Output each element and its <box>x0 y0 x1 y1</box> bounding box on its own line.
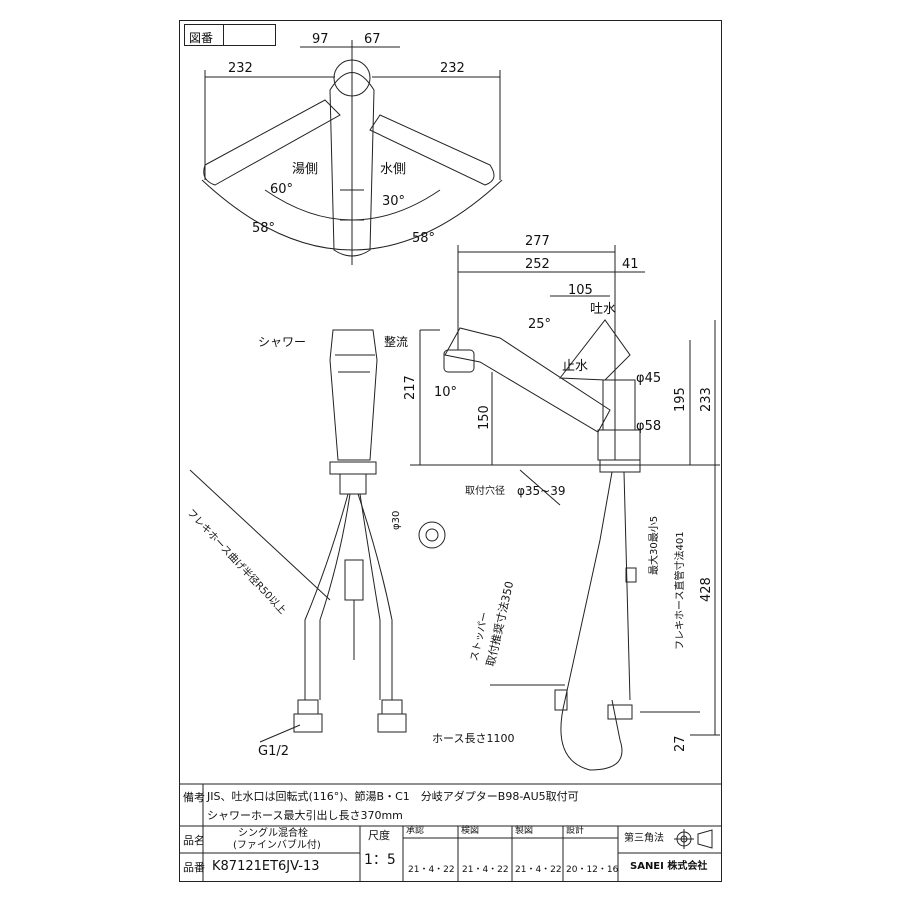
side-view-outline <box>410 245 720 771</box>
product-name-line-1: シングル混合栓 <box>238 828 308 839</box>
flex-hose-length: フレキホース直管寸法401 <box>675 531 686 650</box>
draw-date: 21・4・22 <box>515 865 562 875</box>
angle-10: 10° <box>434 385 458 400</box>
dim-232-left: 232 <box>228 61 253 76</box>
drawing-number-box: 図番 <box>184 24 276 46</box>
design-date: 20・12・16 <box>566 865 619 875</box>
aerated-label: 整流 <box>384 335 409 349</box>
dim-217: 217 <box>403 375 418 400</box>
spout-label: 吐水 <box>590 302 617 317</box>
third-angle-projection-icon <box>674 829 713 849</box>
max-min-label: 最大30最小5 <box>649 515 660 575</box>
notes-line-1: JIS、吐水口は回転式(116°)、節湯B・C1 分岐アダプターB98-AU5取… <box>207 790 579 803</box>
mounting-hole-value: φ35~39 <box>517 484 566 498</box>
dim-252: 252 <box>525 257 550 272</box>
product-number-value: K87121ET6JV-13 <box>212 859 320 874</box>
drawing-number-label: 図番 <box>189 31 214 45</box>
angle-58-right: 58° <box>412 231 436 246</box>
dim-428: 428 <box>699 577 714 602</box>
mounting-hole-label: 取付穴径 <box>465 486 505 497</box>
draw-label: 製図 <box>515 826 534 836</box>
diameter-45: φ45 <box>636 371 662 386</box>
diameter-58: φ58 <box>636 419 662 434</box>
projection-label: 第三角法 <box>624 833 664 844</box>
angle-60: 60° <box>270 182 294 197</box>
scale-value: 1：5 <box>364 852 396 868</box>
angle-30: 30° <box>382 194 406 209</box>
notes-line-2: シャワーホース最大引出し長さ370mm <box>207 809 403 822</box>
scale-label: 尺度 <box>368 829 390 842</box>
product-name-label: 品名 <box>183 834 205 847</box>
dim-41: 41 <box>622 257 639 272</box>
design-label: 設計 <box>566 826 585 836</box>
diameter-30-label: φ30 <box>391 510 402 530</box>
product-number-label: 品番 <box>183 861 205 874</box>
drawing-sheet <box>179 20 722 882</box>
notes-label: 備考 <box>183 791 205 804</box>
title-block-lines <box>179 783 722 882</box>
front-view-outline <box>189 329 446 743</box>
approve-date: 21・4・22 <box>408 865 455 875</box>
hot-side-label: 湯側 <box>292 162 319 177</box>
shower-label: シャワー <box>258 335 307 349</box>
product-name-line-2: (ファインバブル付) <box>233 840 321 851</box>
dim-232-right: 232 <box>440 61 465 76</box>
stop-label: 止水 <box>562 359 589 374</box>
dim-195: 195 <box>673 387 688 412</box>
angle-25: 25° <box>528 317 552 332</box>
dim-150: 150 <box>477 405 492 430</box>
check-date: 21・4・22 <box>462 865 509 875</box>
approve-label: 承認 <box>406 826 425 836</box>
dim-277: 277 <box>525 234 550 249</box>
dim-97: 97 <box>312 32 329 47</box>
check-label: 検図 <box>461 826 480 836</box>
thread-g12-label: G1/2 <box>258 744 289 759</box>
hose-length: ホース長さ1100 <box>432 732 515 745</box>
dim-67: 67 <box>364 32 381 47</box>
dim-233: 233 <box>699 387 714 412</box>
cold-side-label: 水側 <box>380 162 407 177</box>
angle-58-left: 58° <box>252 221 276 236</box>
dim-105: 105 <box>568 283 593 298</box>
company-name: SANEI 株式会社 <box>630 861 708 872</box>
top-view-outline <box>201 40 503 265</box>
dim-27: 27 <box>673 735 688 752</box>
